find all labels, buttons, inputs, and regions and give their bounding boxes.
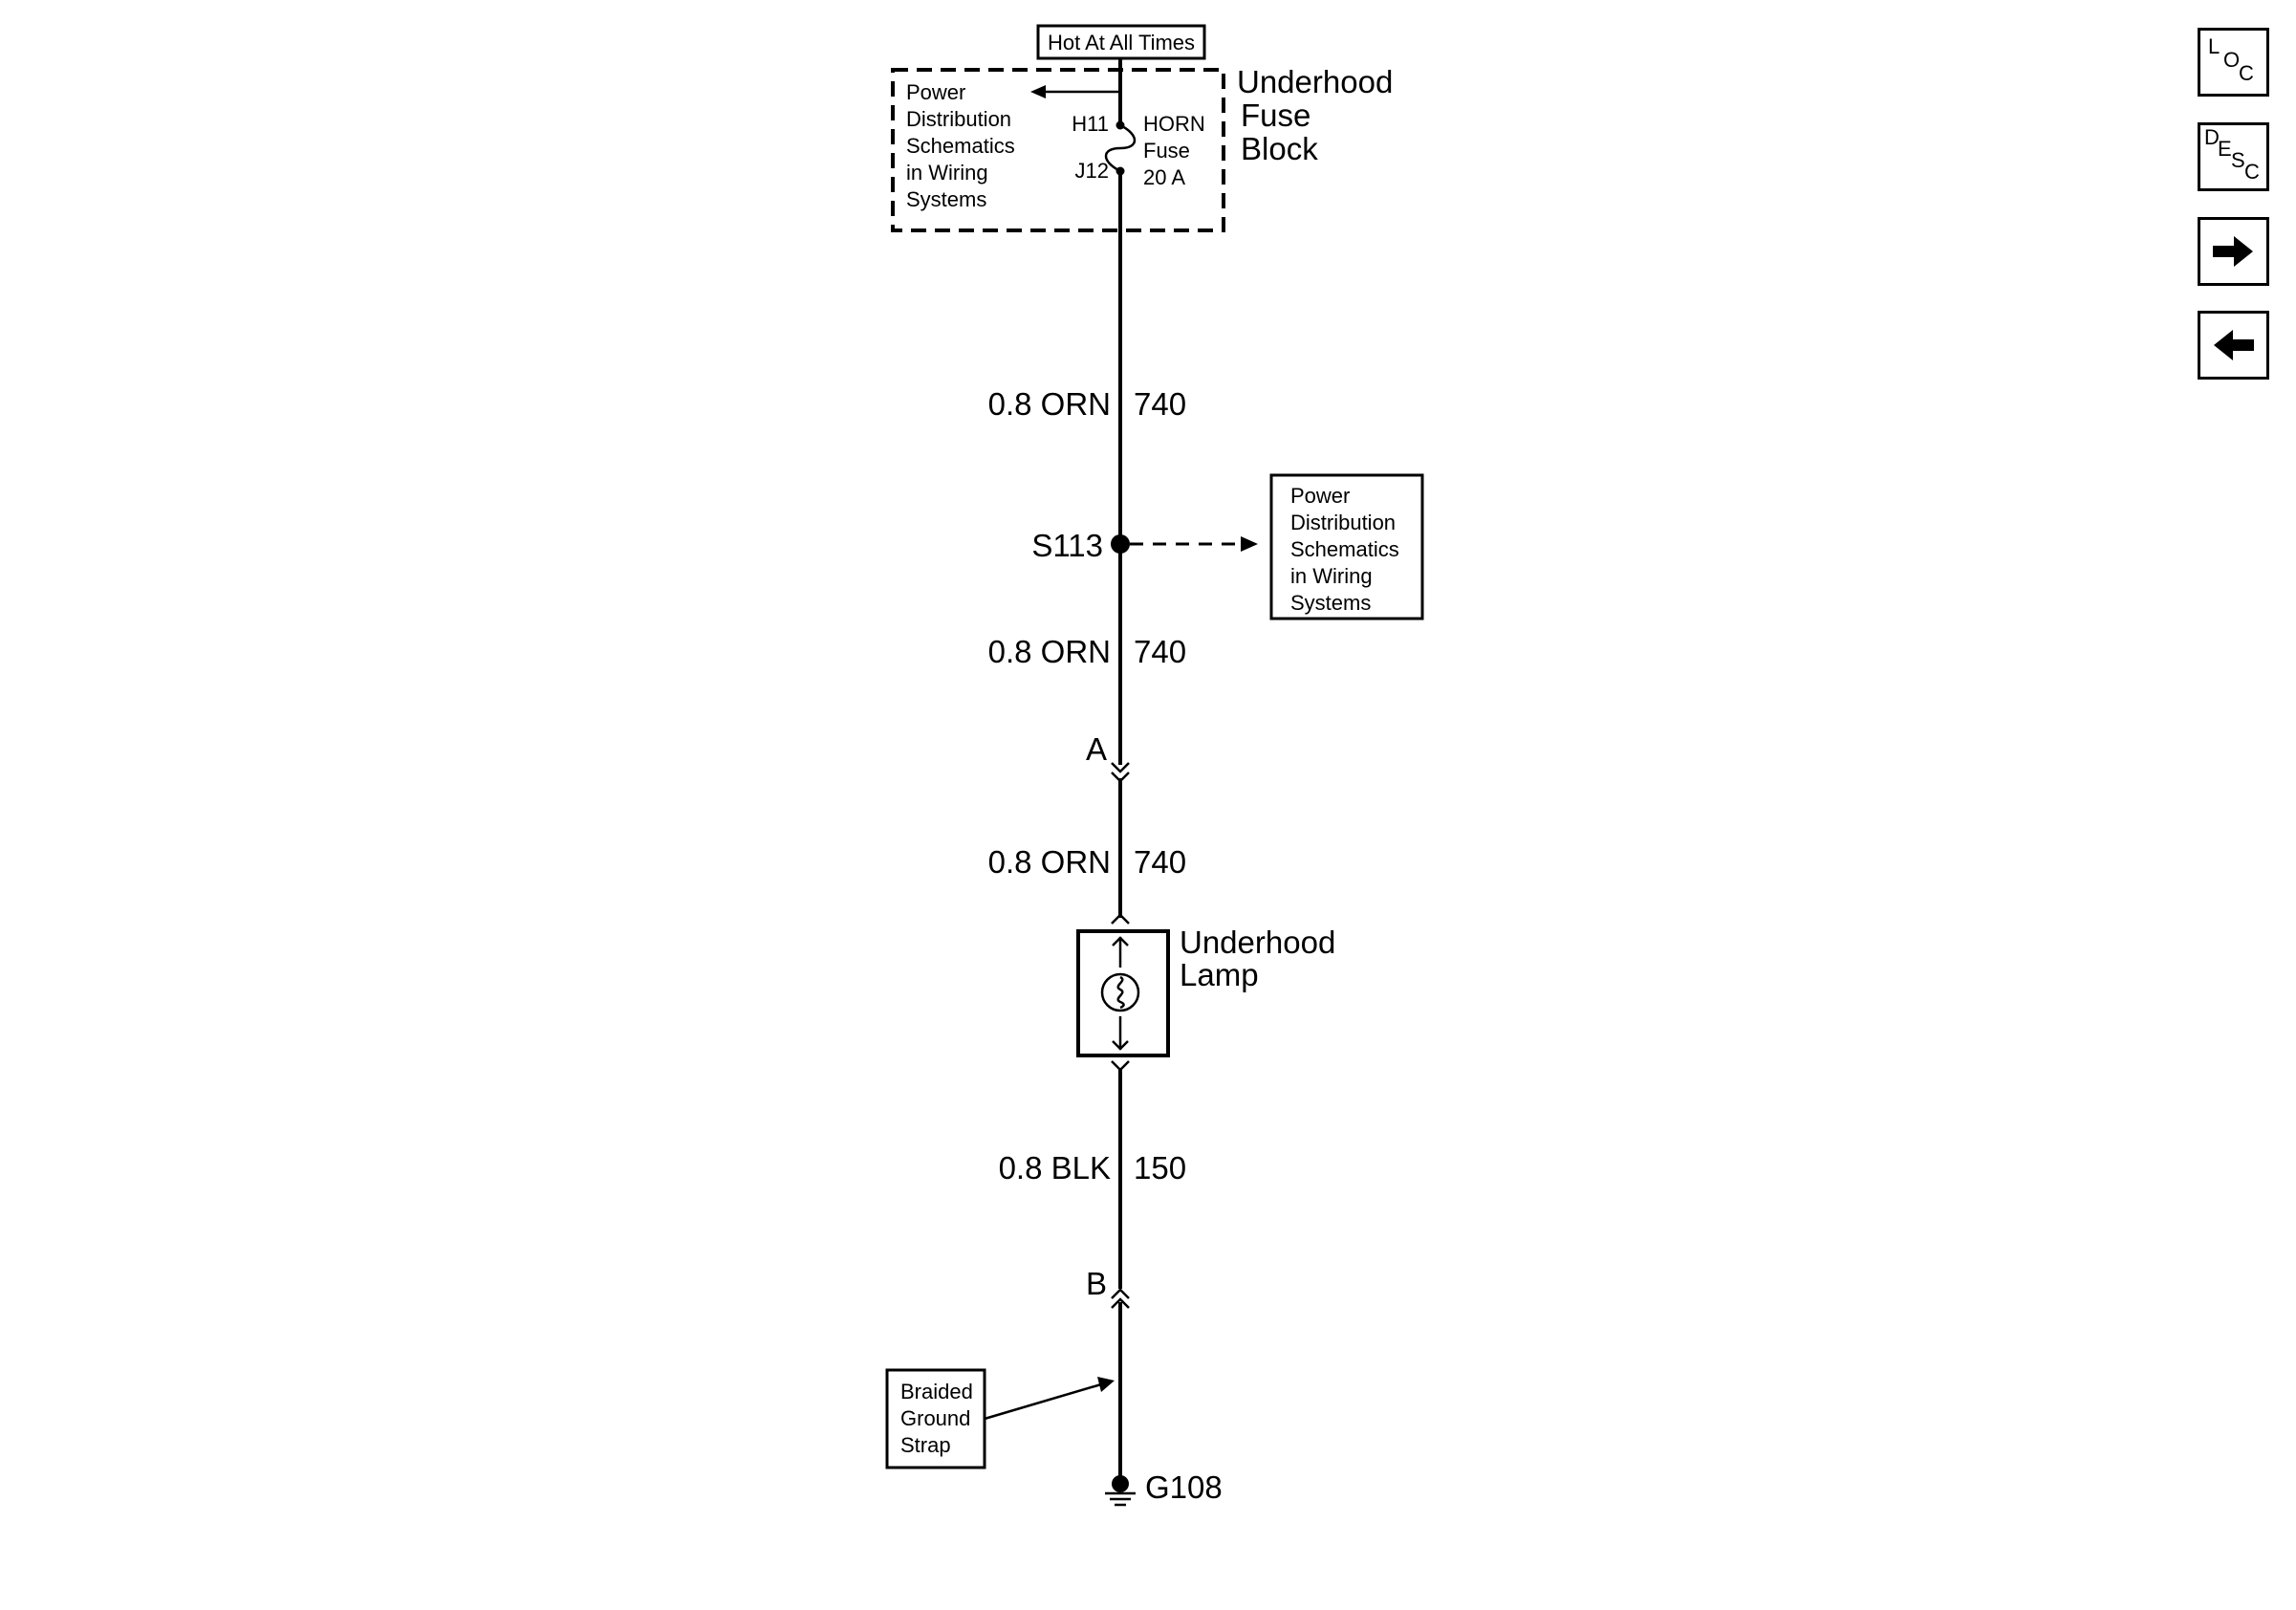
desc-letter-3: S	[2231, 148, 2245, 172]
splice-s113-dot	[1111, 534, 1130, 554]
desc-button[interactable]: D E S C	[2198, 122, 2269, 191]
fuse-block-ref-line-5: Systems	[906, 187, 986, 211]
fuse-word: Fuse	[1143, 139, 1190, 163]
lamp-bulb-icon	[1100, 972, 1140, 1012]
connector-a-chevron-top	[1111, 762, 1130, 773]
splice-ref-box	[1269, 473, 1424, 620]
wire-2-circuit: 740	[1134, 634, 1186, 669]
connector-a-chevron-bottom	[1111, 772, 1130, 783]
loc-letter-3: C	[2239, 61, 2254, 85]
fuse-block-ref-line-2: Distribution	[906, 107, 1011, 131]
wire-3-circuit: 740	[1134, 844, 1186, 880]
desc-letter-2: E	[2218, 137, 2232, 161]
terminal-h11: H11	[1072, 112, 1109, 136]
loc-icon: L O C	[2208, 34, 2254, 85]
fuse-block-ref-line-1: Power	[906, 80, 965, 104]
lamp-title-1: Underhood	[1180, 925, 1335, 960]
terminal-j12: J12	[1075, 159, 1109, 183]
wire-3-gauge: 0.8 ORN	[988, 844, 1111, 880]
lamp-internal-bottom-chevron	[1112, 1040, 1129, 1051]
lamp-title-2: Lamp	[1180, 957, 1259, 992]
loc-button[interactable]: L O C	[2198, 28, 2269, 97]
wire-1-gauge: 0.8 ORN	[988, 386, 1111, 422]
splice-s113-label: S113	[1031, 528, 1103, 563]
wire-2-gauge: 0.8 ORN	[988, 634, 1111, 669]
loc-letter-1: L	[2208, 34, 2220, 58]
fuse-block-enclosure	[891, 68, 1225, 232]
ground-strap-line-1: Braided	[900, 1380, 973, 1403]
connector-a-label: A	[1086, 731, 1107, 767]
splice-ref-line-5: Systems	[1290, 591, 1371, 615]
back-button[interactable]	[2198, 311, 2269, 380]
desc-icon: D E S C	[2204, 125, 2260, 184]
fuse-rating: 20 A	[1143, 165, 1185, 189]
ground-strap-line-2: Ground	[900, 1406, 970, 1430]
fuse-block-title-2: Fuse	[1241, 98, 1310, 133]
fuse-block-title-1: Underhood	[1237, 64, 1393, 99]
wire-1-circuit: 740	[1134, 386, 1186, 422]
fuse-block-title-3: Block	[1241, 131, 1318, 166]
connector-b-label: B	[1086, 1266, 1107, 1301]
ground-strap-box	[885, 1368, 986, 1469]
wire-4-circuit: 150	[1134, 1150, 1186, 1186]
connector-b-chevron-bottom	[1111, 1297, 1130, 1309]
fuse-name: HORN	[1143, 112, 1205, 136]
splice-ref-line-1: Power	[1290, 484, 1350, 508]
splice-ref-line-2: Distribution	[1290, 511, 1396, 534]
lamp-out-chevron	[1111, 1060, 1130, 1072]
next-button[interactable]	[2198, 217, 2269, 286]
splice-ref-line-4: in Wiring	[1290, 564, 1373, 588]
splice-ref-line-3: Schematics	[1290, 537, 1399, 561]
ground-strap-arrow-head	[1097, 1377, 1115, 1392]
ground-g108-dot	[1112, 1475, 1129, 1492]
ground-g108-label: G108	[1145, 1469, 1223, 1505]
loc-letter-2: O	[2223, 48, 2240, 72]
horn-fuse-element	[1104, 123, 1137, 173]
lamp-internal-top-chevron	[1112, 936, 1129, 946]
fuse-block-ref-line-3: Schematics	[906, 134, 1015, 158]
ground-strap-line-3: Strap	[900, 1433, 951, 1457]
desc-letter-4: C	[2244, 160, 2260, 184]
lamp-filament	[1116, 975, 1125, 1010]
power-dist-arrow-head	[1030, 85, 1046, 98]
ground-strap-arrow-line	[984, 1382, 1102, 1421]
desc-letter-1: D	[2204, 125, 2220, 149]
splice-ref-arrow-head	[1241, 536, 1258, 552]
arrow-left-icon	[2214, 330, 2254, 360]
wire-4-gauge: 0.8 BLK	[999, 1150, 1111, 1186]
arrow-right-icon	[2213, 236, 2253, 267]
connector-b-chevron-top	[1111, 1288, 1130, 1299]
lamp-in-chevron	[1111, 913, 1130, 925]
fuse-block-ref-line-4: in Wiring	[906, 161, 988, 185]
hot-label: Hot At All Times	[1048, 31, 1195, 54]
